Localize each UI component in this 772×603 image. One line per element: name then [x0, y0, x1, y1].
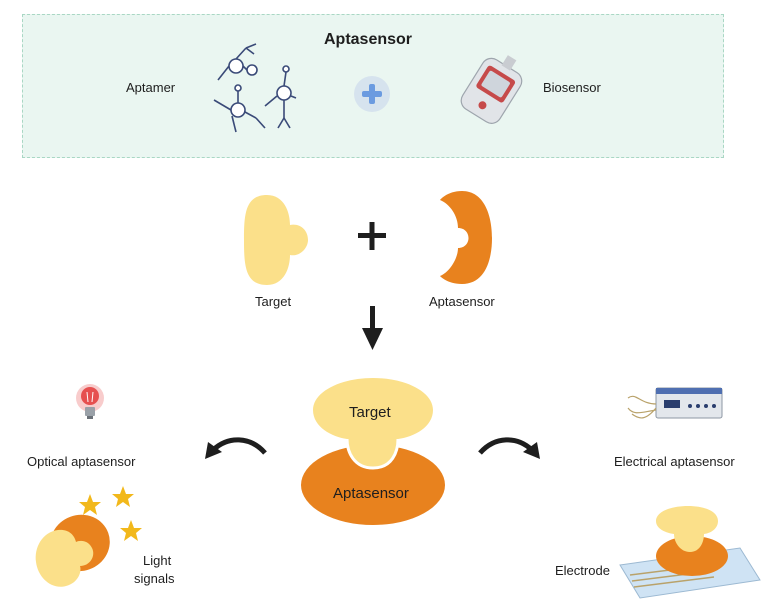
- complex-target-shape: [313, 378, 433, 470]
- complex-aptasensor-shape: [301, 445, 445, 525]
- left-curved-arrow-icon: [205, 437, 267, 459]
- aptasensor-label: Aptasensor: [429, 294, 495, 309]
- right-curved-arrow-icon: [478, 437, 540, 459]
- optical-target-shape: [35, 529, 94, 587]
- light-signals-label-line1: Light: [143, 553, 172, 568]
- down-arrow-icon: [362, 306, 383, 350]
- plus-icon: [358, 222, 386, 250]
- aptamer-icon: [213, 43, 297, 133]
- complex-target-label: Target: [349, 404, 391, 421]
- light-signals-label-line2: signals: [134, 571, 175, 586]
- target-shape: [244, 195, 308, 285]
- electrode-target-shape: [656, 506, 718, 552]
- plus-circle-icon: [354, 76, 390, 112]
- star-icon: [79, 486, 142, 541]
- electrode-aptasensor-shape: [656, 536, 728, 576]
- biosensor-label: Biosensor: [543, 80, 601, 95]
- aptamer-label: Aptamer: [126, 80, 176, 95]
- electrode-label: Electrode: [555, 563, 610, 578]
- target-label: Target: [255, 294, 292, 309]
- biosensor-device-icon: [460, 55, 523, 124]
- panel-title: Aptasensor: [324, 31, 413, 48]
- electrical-device-icon: [627, 387, 723, 419]
- light-bulb-icon: [76, 384, 104, 419]
- optical-aptasensor-label: Optical aptasensor: [27, 454, 136, 469]
- aptasensor-shape: [440, 191, 492, 284]
- electrical-aptasensor-label: Electrical aptasensor: [614, 454, 735, 469]
- complex-aptasensor-label: Aptasensor: [333, 485, 409, 502]
